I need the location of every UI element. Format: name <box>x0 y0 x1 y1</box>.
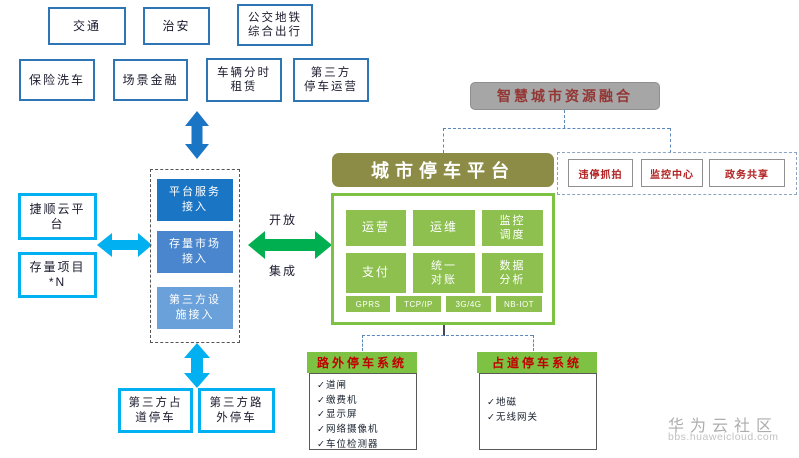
platform-frame: 运营 运维 监控 调度 支付 统一 对账 数据 分析 GPRS TCP/IP 3… <box>331 193 555 325</box>
connector-to-platform-title <box>443 128 444 153</box>
connector-to-onstreet <box>533 335 534 351</box>
checklist-item: ✓网络摄像机 <box>317 424 379 436</box>
app-box-traffic: 交通 <box>48 7 126 45</box>
checklist-item: ✓显示屏 <box>317 409 358 421</box>
double-arrow-vertical-icon <box>185 111 209 159</box>
module-unified-billing: 统一 对账 <box>413 253 475 293</box>
platform-title: 城市停车平台 <box>332 153 554 187</box>
protocol-gprs: GPRS <box>346 296 390 312</box>
access-stock-market: 存量市场 接入 <box>157 231 233 273</box>
thirdparty-onstreet-box: 第三方占 道停车 <box>118 388 193 433</box>
app-box-insurance-carwash: 保险洗车 <box>19 59 95 101</box>
access-frame <box>150 169 240 343</box>
watermark-url: bbs.huaweicloud.com <box>668 431 779 443</box>
integration-label: 集成 <box>268 264 297 278</box>
protocol-3g4g: 3G/4G <box>446 296 491 312</box>
connector-to-offstreet <box>362 335 363 351</box>
watermark-community: 华为云社区 <box>668 418 779 435</box>
onstreet-system-title: 占道停车系统 <box>477 352 597 373</box>
checklist-item: ✓车位检测器 <box>317 438 379 450</box>
checklist-item: ✓缴费机 <box>317 394 358 406</box>
connector-smartcity-down <box>564 110 565 128</box>
connector-platform-down <box>443 325 445 336</box>
module-data-analysis: 数据 分析 <box>482 253 543 293</box>
onstreet-checklist: ✓地磁 ✓无线网关 <box>487 396 592 425</box>
offstreet-system-body: ✓道闸 ✓缴费机 ✓显示屏 ✓网络摄像机 ✓车位检测器 <box>309 373 417 450</box>
thirdparty-offstreet-box: 第三方路 外停车 <box>198 388 275 433</box>
connector-smartcity-horizontal <box>443 128 670 129</box>
open-label: 开放 <box>268 213 297 227</box>
connector-to-resource-boxes <box>670 128 671 153</box>
module-maintenance: 运维 <box>413 210 475 246</box>
stock-projects-box: 存量项目 *N <box>18 252 97 298</box>
double-arrow-vertical-cyan-icon <box>184 343 210 388</box>
checklist-item: ✓无线网关 <box>487 411 538 423</box>
app-box-transit: 公交地铁 综合出行 <box>237 4 313 46</box>
app-box-scene-finance: 场景金融 <box>113 59 188 101</box>
checklist-item: ✓地磁 <box>487 397 517 408</box>
protocol-tcpip: TCP/IP <box>396 296 441 312</box>
module-operation: 运营 <box>346 210 406 246</box>
double-arrow-horizontal-green-icon <box>248 231 332 259</box>
resource-monitor-center: 监控中心 <box>641 159 703 187</box>
module-monitor-dispatch: 监控 调度 <box>482 210 543 246</box>
offstreet-system-title: 路外停车系统 <box>307 352 417 373</box>
jieshun-cloud-box: 捷顺云平 台 <box>18 193 97 240</box>
resource-group-frame <box>557 152 797 195</box>
offstreet-checklist: ✓道闸 ✓缴费机 ✓显示屏 ✓网络摄像机 ✓车位检测器 <box>317 379 412 453</box>
access-platform-service: 平台服务 接入 <box>157 179 233 221</box>
module-payment: 支付 <box>346 253 406 293</box>
app-box-timeshare-rental: 车辆分时 租赁 <box>206 58 282 102</box>
onstreet-system-body: ✓地磁 ✓无线网关 <box>479 373 597 450</box>
protocol-nbiot: NB-IOT <box>496 296 542 312</box>
resource-gov-sharing: 政务共享 <box>709 159 785 187</box>
smart-city-title: 智慧城市资源融合 <box>470 82 660 110</box>
app-box-thirdparty-operation: 第三方 停车运营 <box>293 58 369 102</box>
app-box-security: 治安 <box>143 7 210 45</box>
double-arrow-horizontal-cyan-icon <box>97 233 152 257</box>
resource-violation-capture: 违停抓拍 <box>568 159 633 187</box>
checklist-item: ✓道闸 <box>317 380 347 391</box>
connector-systems-horizontal <box>362 335 533 336</box>
access-thirdparty-facility: 第三方设 施接入 <box>157 287 233 329</box>
